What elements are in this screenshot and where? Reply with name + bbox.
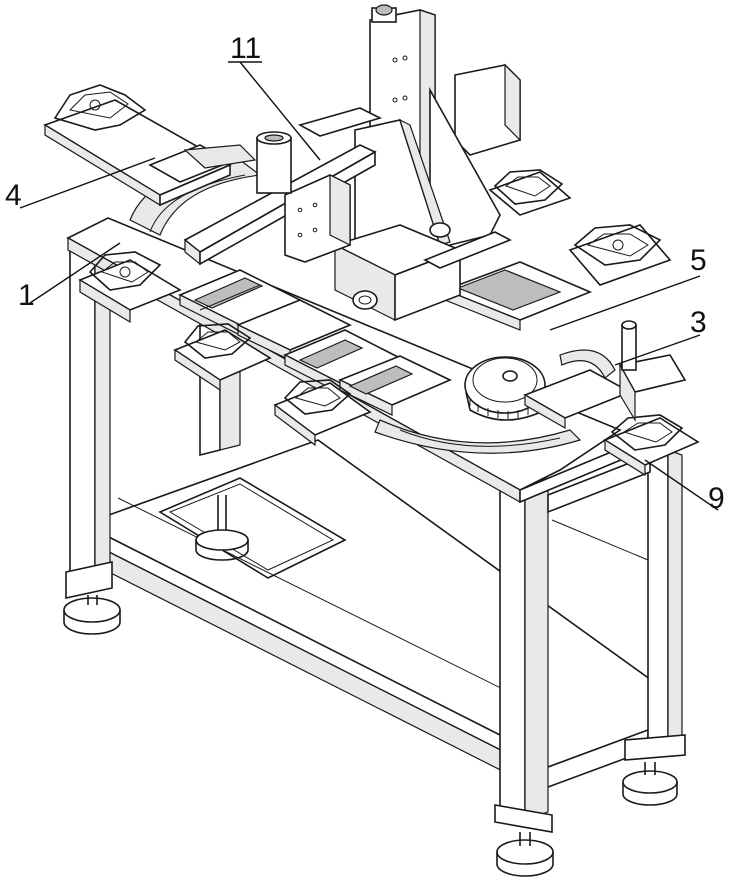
shelf-opening — [158, 477, 347, 579]
leader-3 — [614, 334, 701, 366]
slide-module-front — [338, 355, 452, 416]
callout-11: 11 — [230, 32, 261, 65]
leader-1 — [29, 242, 121, 304]
leg-right — [647, 448, 669, 757]
callout-3: 3 — [690, 306, 707, 339]
leader-9 — [644, 459, 719, 511]
slide-module-right — [442, 261, 632, 430]
callout-labels: 11 4 1 5 3 9 — [5, 32, 725, 515]
leg-front — [499, 479, 526, 821]
fixture-rear-right — [488, 169, 572, 216]
foot-rear-left — [63, 597, 121, 623]
callout-1: 1 — [18, 279, 35, 312]
fixture-9 — [603, 414, 700, 477]
fixture-left — [78, 251, 182, 324]
fixture-arm-5 — [568, 224, 672, 286]
leader-lines — [19, 61, 719, 511]
fixture-front-left — [273, 379, 372, 447]
leader-11 — [239, 61, 321, 161]
gantry-tower — [332, 4, 521, 322]
leader-4 — [19, 157, 156, 209]
cylinder-bracket-3 — [559, 320, 687, 423]
callout-9: 9 — [708, 482, 725, 515]
table-frame — [63, 234, 686, 877]
foot-inner — [195, 529, 249, 551]
callout-4: 4 — [5, 179, 22, 212]
foot-front — [496, 839, 554, 865]
foot-right — [622, 770, 678, 794]
leader-5 — [549, 275, 701, 331]
callout-5: 5 — [690, 244, 707, 277]
fixture-arm-4 — [43, 84, 257, 207]
fixture-mid-left — [173, 323, 272, 392]
gantry-beam-11 — [183, 107, 512, 269]
